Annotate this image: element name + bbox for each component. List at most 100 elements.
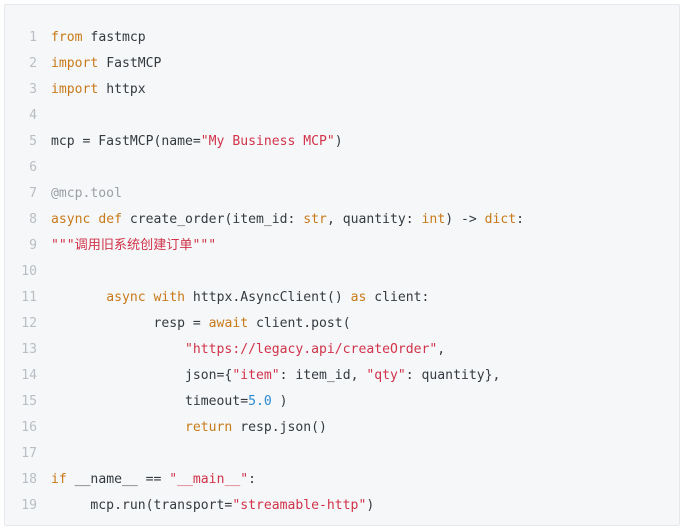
code-token: create_order(item_id: — [121, 212, 304, 227]
code-token: 5.0 — [248, 394, 272, 409]
code-token: : quantity}, — [405, 368, 501, 383]
code-token: int — [421, 212, 446, 227]
code-text: import FastMCP — [51, 51, 161, 77]
code-line: 18 if __name__ == "__main__": — [5, 467, 679, 493]
code-token: "item" — [232, 368, 280, 383]
code-line: 5 mcp = FastMCP(name="My Business MCP") — [5, 129, 679, 155]
line-number: 6 — [29, 160, 37, 175]
code-token: async — [51, 212, 91, 227]
code-line: 4 — [5, 103, 679, 129]
code-token — [51, 342, 185, 357]
line-number: 11 — [21, 290, 37, 305]
code-token: """调用旧系统创建订单""" — [51, 238, 217, 253]
code-text: """调用旧系统创建订单""" — [51, 233, 216, 259]
code-token: as — [350, 290, 367, 305]
line-number: 19 — [21, 498, 37, 513]
code-token: fastmcp — [82, 30, 146, 45]
code-line: 17 — [5, 441, 679, 467]
code-line: 11 async with httpx.AsyncClient() as cli… — [5, 285, 679, 311]
code-text: mcp = FastMCP(name="My Business MCP") — [51, 129, 343, 155]
code-token: resp.json() — [232, 420, 327, 435]
line-number: 9 — [29, 238, 37, 253]
code-token: dict — [484, 212, 517, 227]
code-token: FastMCP — [98, 56, 162, 71]
code-token: mcp.run(transport= — [51, 498, 233, 513]
code-token: return — [185, 420, 233, 435]
code-token: resp = — [51, 316, 209, 331]
code-token: await — [208, 316, 249, 331]
line-number: 1 — [29, 30, 37, 45]
code-token: : — [248, 472, 256, 487]
code-block: 1 from fastmcp 2 import FastMCP 3 import http… — [4, 4, 680, 526]
code-line: 10 — [5, 259, 679, 285]
code-token: from — [51, 30, 83, 45]
code-line: 7 @mcp.tool — [5, 181, 679, 207]
line-number: 2 — [29, 56, 37, 71]
code-token: httpx.AsyncClient() — [185, 290, 351, 305]
code-token: json={ — [51, 368, 233, 383]
code-token: ) — [366, 498, 375, 513]
line-number: 16 — [21, 420, 37, 435]
code-token: "streamable-http" — [232, 498, 367, 513]
code-lines: 1 from fastmcp 2 import FastMCP 3 import http… — [5, 25, 679, 519]
code-line: 9 """调用旧系统创建订单""" — [5, 233, 679, 259]
code-token: def — [98, 212, 122, 227]
code-line: 15 timeout=5.0 ) — [5, 389, 679, 415]
code-token: ) -> — [445, 212, 485, 227]
code-token — [51, 290, 106, 305]
line-number: 4 — [29, 108, 37, 123]
code-token: import — [51, 56, 99, 71]
code-line: 14 json={"item": item_id, "qty": quantit… — [5, 363, 679, 389]
code-token: with — [153, 290, 186, 305]
code-text: "https://legacy.api/createOrder", — [51, 337, 445, 363]
code-text: json={"item": item_id, "qty": quantity}, — [51, 363, 500, 389]
code-token: client: — [366, 290, 430, 305]
code-text: timeout=5.0 ) — [51, 389, 288, 415]
line-number: 18 — [21, 472, 37, 487]
code-line: 12 resp = await client.post( — [5, 311, 679, 337]
code-token: ) — [271, 394, 288, 409]
code-text: return resp.json() — [51, 415, 327, 441]
code-text: import httpx — [51, 77, 146, 103]
code-line: 13 "https://legacy.api/createOrder", — [5, 337, 679, 363]
line-number: 7 — [29, 186, 37, 201]
code-text: if __name__ == "__main__": — [51, 467, 256, 493]
line-number: 5 — [29, 134, 37, 149]
code-token: "https://legacy.api/createOrder" — [185, 342, 438, 357]
code-line: 3 import httpx — [5, 77, 679, 103]
code-token — [51, 420, 185, 435]
code-token: str — [303, 212, 327, 227]
code-line: 19 mcp.run(transport="streamable-http") — [5, 493, 679, 519]
line-number: 12 — [21, 316, 37, 331]
code-line: 2 import FastMCP — [5, 51, 679, 77]
code-token: import — [51, 82, 99, 97]
code-token: "__main__" — [169, 472, 249, 487]
code-text: @mcp.tool — [51, 181, 122, 207]
code-token: client.post( — [248, 316, 351, 331]
line-number: 8 — [29, 212, 37, 227]
code-token: : — [516, 212, 525, 227]
line-number: 3 — [29, 82, 37, 97]
code-text: mcp.run(transport="streamable-http") — [51, 493, 374, 519]
code-token: : item_id, — [279, 368, 367, 383]
code-token: ) — [334, 134, 343, 149]
code-text: from fastmcp — [51, 25, 146, 51]
code-line: 6 — [5, 155, 679, 181]
code-token: mcp = FastMCP(name= — [51, 134, 201, 149]
code-line: 16 return resp.json() — [5, 415, 679, 441]
line-number: 10 — [21, 264, 37, 279]
code-token: httpx — [98, 82, 146, 97]
code-text: async def create_order(item_id: str, qua… — [51, 207, 524, 233]
code-line: 8 async def create_order(item_id: str, qu… — [5, 207, 679, 233]
line-number: 17 — [21, 446, 37, 461]
code-token: , quantity: — [326, 212, 422, 227]
code-text: async with httpx.AsyncClient() as client… — [51, 285, 429, 311]
code-token: async — [106, 290, 146, 305]
code-token: __name__ == — [66, 472, 170, 487]
code-token: "My Business MCP" — [200, 134, 335, 149]
code-token: "qty" — [366, 368, 406, 383]
line-number: 13 — [21, 342, 37, 357]
code-token — [146, 290, 154, 305]
code-token: @mcp.tool — [51, 186, 122, 201]
code-token: timeout= — [51, 394, 249, 409]
